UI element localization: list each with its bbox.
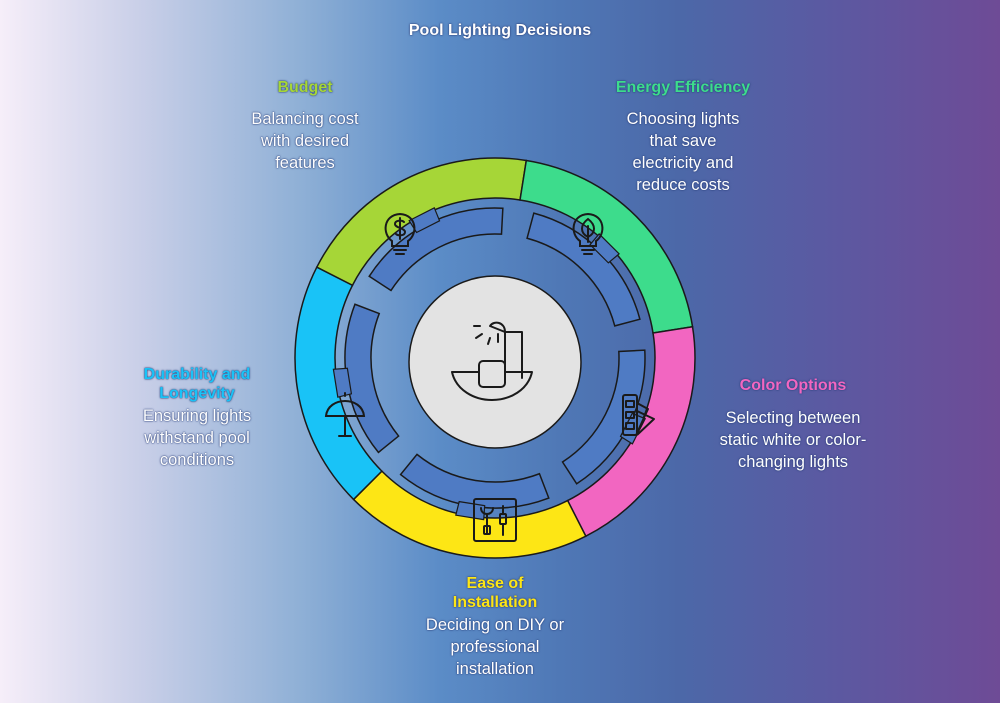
tools-icon [473, 498, 517, 542]
color-swatch-icon [622, 394, 655, 436]
inner-ring-arc [344, 303, 400, 454]
segment-title: Color Options [739, 377, 847, 394]
inner-ring-arc [561, 349, 646, 485]
ring-layer [294, 157, 696, 559]
leaf-bulb-icon [572, 212, 604, 255]
segment-budget-label: Budget Balancing cost with desired featu… [215, 78, 395, 174]
segment-description: Choosing lights that save electricity an… [626, 110, 740, 194]
dollar-bulb-icon [384, 212, 416, 255]
segment-description: Ensuring lights withstand pool condition… [142, 407, 252, 469]
segment-title: Energy Efficiency [615, 79, 751, 96]
segment-title: Durability and Longevity [143, 366, 251, 402]
segment-durability-label: Durability and Longevity Ensuring lights… [122, 365, 272, 471]
inner-ring-spoke [455, 500, 486, 521]
segment-durability [294, 266, 383, 501]
inner-ring-arc [368, 207, 504, 292]
pool-light-icon [451, 321, 533, 401]
segment-description: Balancing cost with desired features [251, 110, 359, 172]
inner-ring-arc [526, 212, 641, 327]
inner-ring-spoke [332, 367, 353, 398]
segment-title: Budget [277, 79, 333, 96]
segment-installation-label: Ease of Installation Deciding on DIY or … [405, 574, 585, 680]
segment-description: Deciding on DIY or professional installa… [425, 616, 565, 678]
page-title: Pool Lighting Decisions [408, 22, 592, 39]
segment-title: Ease of Installation [452, 575, 538, 611]
segment-description: Selecting between static white or color-… [719, 409, 867, 471]
segment-energy-label: Energy Efficiency Choosing lights that s… [578, 78, 788, 196]
segment-color-label: Color Options Selecting between static w… [700, 376, 886, 473]
umbrella-icon [324, 392, 366, 437]
inner-ring-arc [399, 453, 550, 509]
